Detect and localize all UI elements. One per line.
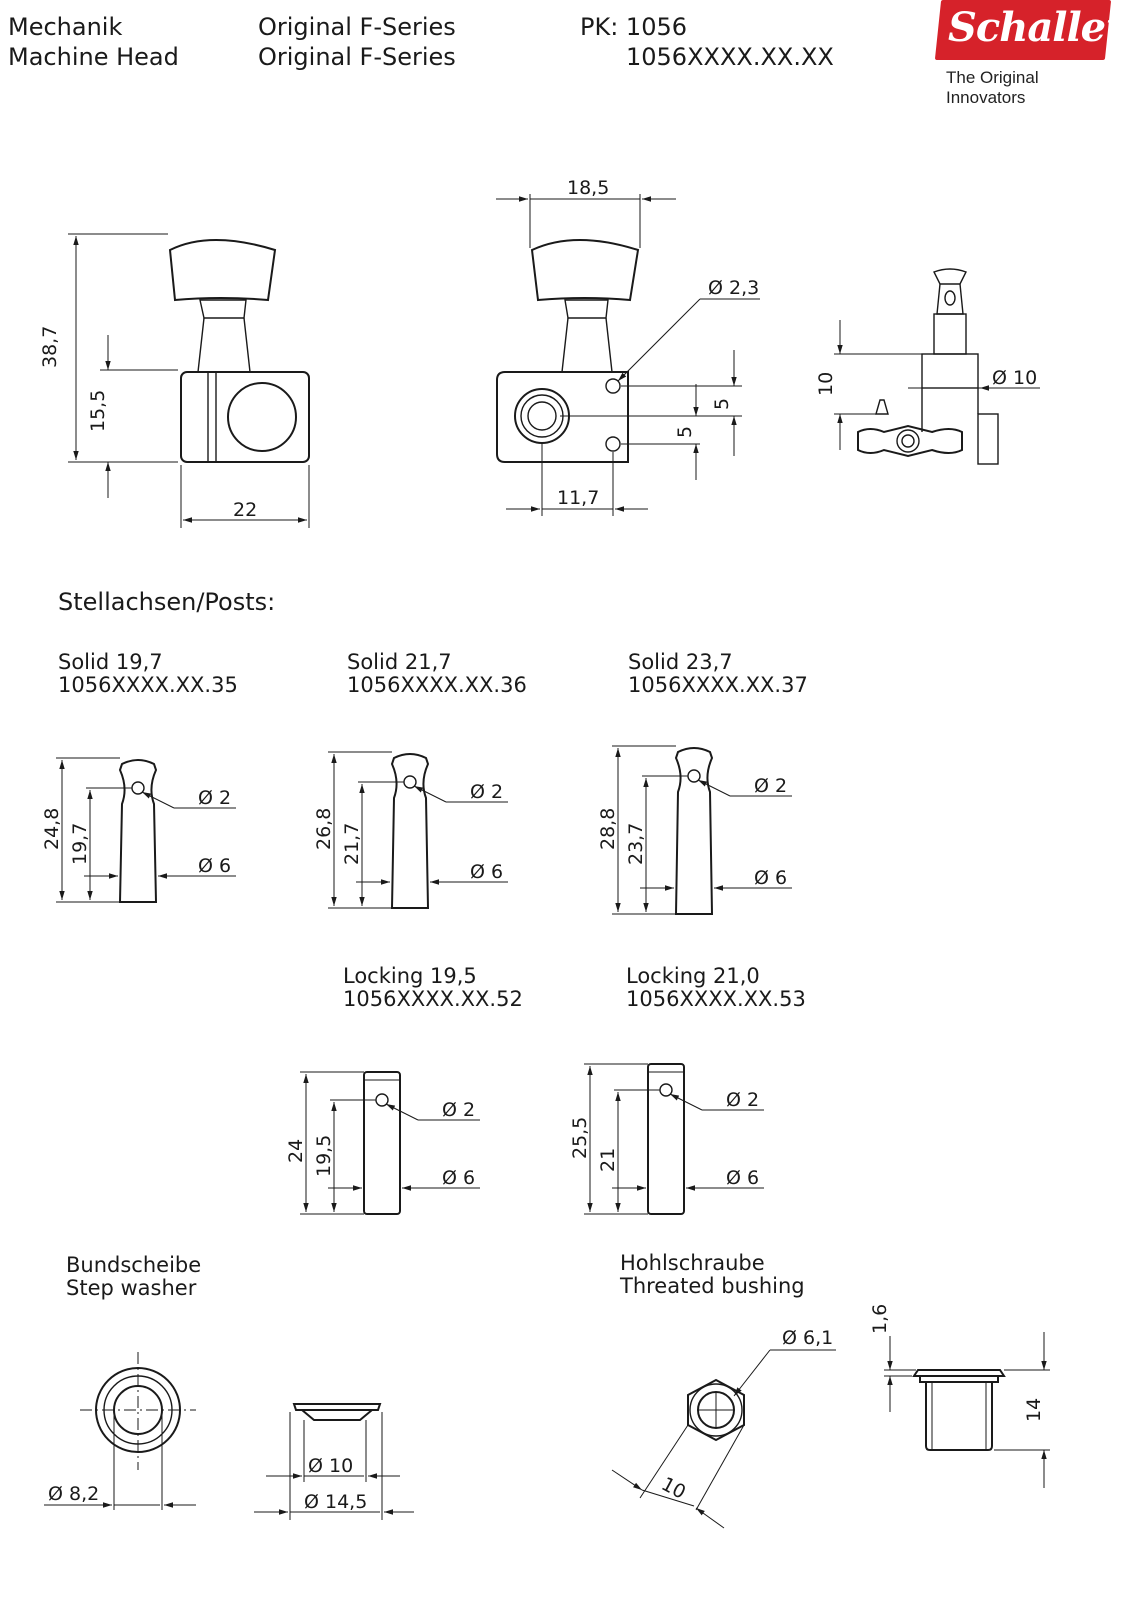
dim-dia-label: Ø 6 [198, 855, 231, 877]
post-outline [647, 1063, 685, 1215]
dim-hole-label: Ø 2 [198, 787, 231, 809]
machine-head-rear-view: 18,5 Ø 2,3 5 5 11,7 [496, 177, 760, 516]
dim-total-label: 24,8 [41, 808, 63, 850]
post-drawing-5: 25,5 21 Ø 2 Ø 6 [569, 1063, 764, 1215]
post-drawing-3: 28,8 23,7 Ø 2 Ø 6 [597, 745, 792, 915]
dim-washer-small: Ø 8,2 [48, 1483, 99, 1505]
dim-hole-label: Ø 2 [470, 781, 503, 803]
dim-post-label: 19,7 [69, 823, 91, 865]
dim-total-label: 28,8 [597, 808, 619, 850]
post-code-3: 1056XXXX.XX.37 [628, 673, 808, 697]
dim-button-width: 18,5 [567, 177, 609, 199]
post-code-1: 1056XXXX.XX.35 [58, 673, 238, 697]
step-washer-drawing: Ø 8,2 Ø 10 Ø 14,5 [44, 1352, 414, 1520]
leader-hole [141, 791, 175, 809]
dim-hole-label: Ø 2 [726, 1089, 759, 1111]
dim-width: 22 [233, 499, 257, 521]
washer-title-en: Step washer [66, 1276, 197, 1300]
leader-hole [385, 1103, 419, 1121]
dim-dia-label: Ø 6 [442, 1167, 475, 1189]
threaded-bushing-drawing: Ø 6,1 10 1,6 14 [611, 1304, 1050, 1529]
dim-dia-label: Ø 6 [470, 861, 503, 883]
machine-head-side-view: 10 Ø 10 [815, 268, 1040, 465]
dim-post-label: 21 [597, 1148, 619, 1172]
dim-bushing-thread: Ø 6,1 [782, 1327, 833, 1349]
dim-dia-label: Ø 6 [726, 1167, 759, 1189]
machine-head-front-view: 38,7 15,5 22 [39, 233, 310, 528]
dim-spacing-b: 5 [674, 426, 696, 438]
post-drawing-1: 24,8 19,7 Ø 2 Ø 6 [41, 757, 236, 903]
post-drawing-2: 26,8 21,7 Ø 2 Ø 6 [313, 751, 508, 909]
post-outline [674, 747, 714, 915]
dim-hole-label: Ø 2 [442, 1099, 475, 1121]
post-outline [363, 1071, 401, 1215]
logo-tagline: The Original Innovators [946, 68, 1039, 107]
dim-post-height: 10 [815, 372, 837, 396]
dim-washer-inner: Ø 10 [308, 1455, 353, 1477]
dim-hole-dia: Ø 2,3 [708, 277, 759, 299]
dim-bushing-flange: 1,6 [869, 1304, 891, 1334]
header-title-de: Mechanik [8, 13, 123, 41]
dim-bushing-length: 14 [1023, 1398, 1045, 1422]
post-name-1: Solid 19,7 [58, 650, 163, 674]
post-code-2: 1056XXXX.XX.36 [347, 673, 527, 697]
dim-post-label: 21,7 [341, 823, 363, 865]
dim-spacing-a: 5 [711, 398, 733, 410]
schaller-logo: Schaller The Original Innovators [930, 0, 1126, 107]
post-code-5: 1056XXXX.XX.53 [626, 987, 806, 1011]
leader-hole [413, 785, 447, 803]
post-name-3: Solid 23,7 [628, 650, 733, 674]
dim-body-height: 15,5 [87, 390, 109, 432]
series-name-2: Original F-Series [258, 43, 456, 71]
pk-number: 1056XXXX.XX.XX [626, 43, 834, 71]
post-drawing-4: 24 19,5 Ø 2 Ø 6 [285, 1071, 480, 1215]
dim-post-label: 23,7 [625, 823, 647, 865]
dim-total-label: 26,8 [313, 808, 335, 850]
leader-hole [697, 779, 731, 797]
post-name-5: Locking 21,0 [626, 964, 760, 988]
dim-total-label: 25,5 [569, 1117, 591, 1159]
dim-offset: 11,7 [557, 487, 599, 509]
dim-bushing-hex: 10 [658, 1473, 690, 1504]
posts-drawings: 24,8 19,7 Ø 2 Ø 6 26,8 21,7 Ø 2 Ø 6 28,8 23,7 Ø 2 Ø… [41, 745, 792, 1215]
dim-total-label: 24 [285, 1139, 307, 1163]
post-code-4: 1056XXXX.XX.52 [343, 987, 523, 1011]
dim-washer-outer: Ø 14,5 [304, 1491, 367, 1513]
series-name-1: Original F-Series [258, 13, 456, 41]
dim-height: 38,7 [39, 326, 61, 368]
pk-label: PK: 1056 [580, 13, 688, 41]
header-title-en: Machine Head [8, 43, 179, 71]
post-name-2: Solid 21,7 [347, 650, 452, 674]
washer-title-de: Bundscheibe [66, 1253, 202, 1277]
posts-heading: Stellachsen/Posts: [58, 588, 276, 616]
logo-wordmark: Schaller [948, 4, 1126, 51]
bushing-title-en: Threated bushing [620, 1274, 805, 1298]
dim-dia-label: Ø 6 [754, 867, 787, 889]
dim-post-label: 19,5 [313, 1135, 335, 1177]
leader-hole [669, 1093, 703, 1111]
post-name-4: Locking 19,5 [343, 964, 477, 988]
dim-hole-label: Ø 2 [754, 775, 787, 797]
post-outline [118, 759, 158, 903]
post-outline [390, 753, 430, 909]
bushing-title-de: Hohlschraube [620, 1251, 765, 1275]
dim-bushing-dia: Ø 10 [992, 367, 1037, 389]
